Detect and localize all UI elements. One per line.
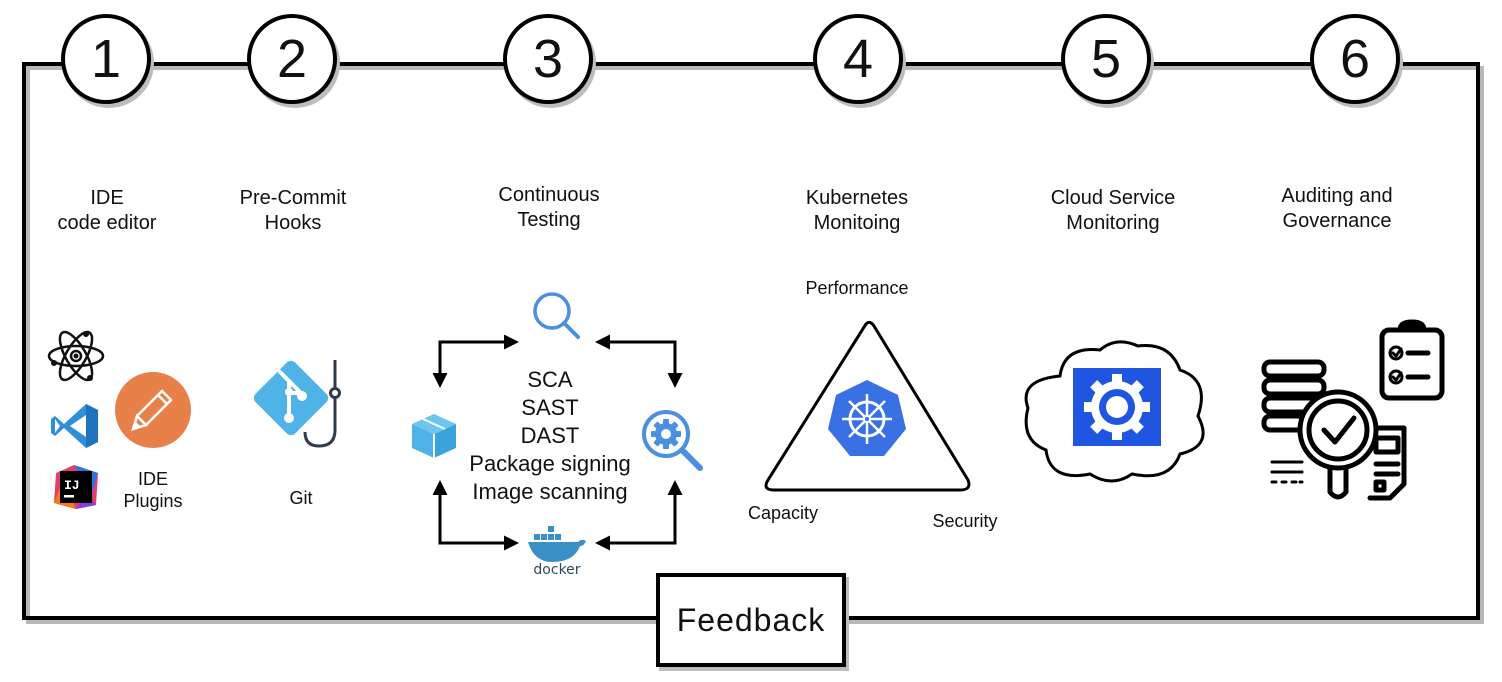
testing-item: SCA [527,367,573,392]
step-number: 1 [90,29,122,89]
kubernetes-triangle [764,320,971,492]
gear-search-icon [642,410,703,471]
step-1-title: IDE code editor [7,186,207,236]
testing-item: Package signing [469,451,631,476]
title-line: Auditing and [1281,185,1393,207]
testing-items-list: SCA SAST DAST Package signing Image scan… [455,366,645,506]
testing-item: Image scanning [472,479,628,504]
step-number: 2 [276,29,308,89]
arrow-top-right [595,334,683,388]
docker-icon: docker [528,526,586,578]
step-number: 5 [1090,29,1122,89]
kubernetes-icon [828,380,906,456]
git-hook-icon [253,360,341,448]
step-4-circle: 4 [813,14,903,104]
step-number: 6 [1339,29,1371,89]
testing-item: DAST [520,423,580,448]
step-number: 3 [532,29,564,89]
auditing-governance-icon [1261,319,1445,501]
title-line: Testing [517,209,581,231]
title-line: IDE [90,187,124,209]
intellij-icon: IJ [54,465,98,509]
title-line: Monitoring [1066,212,1160,234]
step-5-circle: 5 [1061,14,1151,104]
step-2-circle: 2 [247,14,337,104]
feedback-label: Feedback [676,601,826,638]
package-box-icon [412,414,456,458]
capacity-label: Capacity [747,503,819,523]
git-label: Git [289,488,313,508]
title-line: Monitoing [813,212,901,234]
title-line: Pre-Commit [239,187,347,209]
arrow-bottom-right [595,480,683,551]
docker-text: docker [533,562,580,578]
step-6-circle: 6 [1310,14,1400,104]
label-line: IDE [137,469,168,489]
testing-item: SAST [521,395,579,420]
clipboard-icon [1379,327,1445,401]
step-1-circle: 1 [61,14,151,104]
arrow-top-left [432,334,519,388]
vscode-icon [51,404,98,448]
pencil-icon [115,372,191,448]
title-line: code editor [57,212,157,234]
intellij-badge-text: IJ [64,478,80,493]
title-line: Cloud Service [1050,187,1176,209]
cloud-gear-icon [1073,368,1161,446]
title-line: Governance [1282,210,1392,232]
title-line: Continuous [498,184,600,206]
feedback-box: Feedback [656,573,846,667]
title-line: Hooks [264,212,322,234]
ide-plugins-label: IDE Plugins [113,468,193,512]
title-line: Kubernetes [805,187,909,209]
label-line: Plugins [123,491,183,511]
search-icon [533,292,580,339]
atom-icon [47,330,105,382]
step-number: 4 [842,29,874,89]
step-3-circle: 3 [503,14,593,104]
arrow-bottom-left [432,480,519,551]
performance-label: Performance [805,278,909,298]
security-label: Security [932,511,998,531]
